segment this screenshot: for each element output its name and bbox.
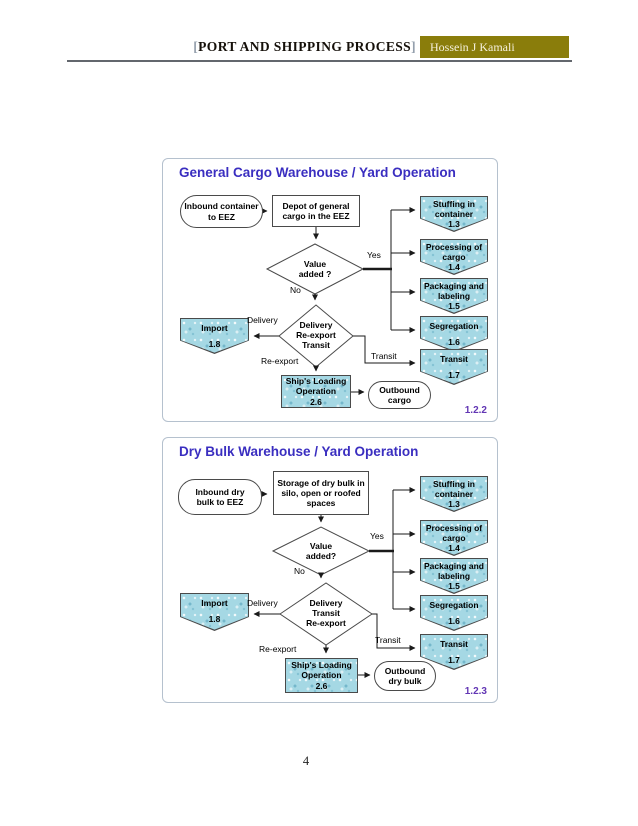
author-name: Hossein J Kamali [430,40,515,54]
node-storage: Storage of dry bulk in silo, open or roo… [273,471,369,515]
diagram-ref: 1.2.2 [464,405,487,416]
node-depot: Depot of general cargo in the EEZ [272,195,360,227]
panel-title: General Cargo Warehouse / Yard Operation [179,165,456,180]
decision-value-label: Value added ? [298,259,332,280]
node-label: Transit 1.7 [440,354,468,381]
node-ship-loading: Ship's Loading Operation 2.6 [285,658,358,693]
node-outbound-cargo: Outbound cargo [368,381,431,409]
node-label: Processing of cargo 1.4 [425,523,483,554]
label-no: No [290,285,301,295]
label-transit: Transit [375,635,401,645]
node-label: Segregation 1.6 [429,600,479,627]
page-number: 4 [302,754,310,768]
author-badge: Hossein J Kamali [420,36,569,58]
decision-value-label: Value added? [305,541,337,562]
label-yes: Yes [367,250,381,260]
header-divider [67,60,572,62]
node-inbound-dry-bulk: Inbound dry bulk to EEZ [178,479,262,515]
label-transit: Transit [371,351,397,361]
diagram-ref: 1.2.3 [464,686,487,697]
label-no: No [294,566,305,576]
panel-title: Dry Bulk Warehouse / Yard Operation [179,444,419,459]
flowchart-connectors [253,487,416,678]
node-label: Packaging and labeling 1.5 [424,281,484,312]
document-header-title: [PORT AND SHIPPING PROCESS] [193,39,416,55]
node-inbound-container: Inbound container to EEZ [180,195,263,228]
flowchart-connectors [253,207,416,395]
node-label: Processing of cargo 1.4 [425,242,483,273]
label-delivery: Delivery [247,315,278,325]
flowchart-panel-general-cargo: General Cargo Warehouse / Yard Operation… [162,158,498,422]
node-label: Stuffing in container 1.3 [432,199,475,230]
node-segregation: Segregation 1.6 [420,595,488,631]
label-reexport: Re-export [261,356,299,366]
arrow-transit-branch [372,613,416,651]
decision-route-label: Delivery Transit Re-export [306,598,346,629]
node-label: Transit 1.7 [440,639,468,666]
node-label: Segregation 1.6 [429,321,479,348]
node-label: Import 1.8 [201,323,228,350]
arrow-transit-branch [353,335,416,366]
header-bracket-close: ] [411,39,416,54]
decision-route-label: Delivery Re-export Transit [296,320,336,351]
node-ship-loading: Ship's Loading Operation 2.6 [281,375,351,408]
node-outbound-dry-bulk: Outbound dry bulk [374,661,436,691]
label-reexport: Re-export [259,644,297,654]
header-title-text: PORT AND SHIPPING PROCESS [198,39,412,54]
node-label: Stuffing in container 1.3 [432,479,475,510]
flowchart-panel-dry-bulk: Dry Bulk Warehouse / Yard Operation Inbo… [162,437,498,703]
label-delivery: Delivery [247,598,278,608]
header-bracket-open: [ [193,39,199,54]
node-label: Packaging and labeling 1.5 [424,561,484,592]
label-yes: Yes [370,531,384,541]
node-label: Import 1.8 [201,598,228,625]
